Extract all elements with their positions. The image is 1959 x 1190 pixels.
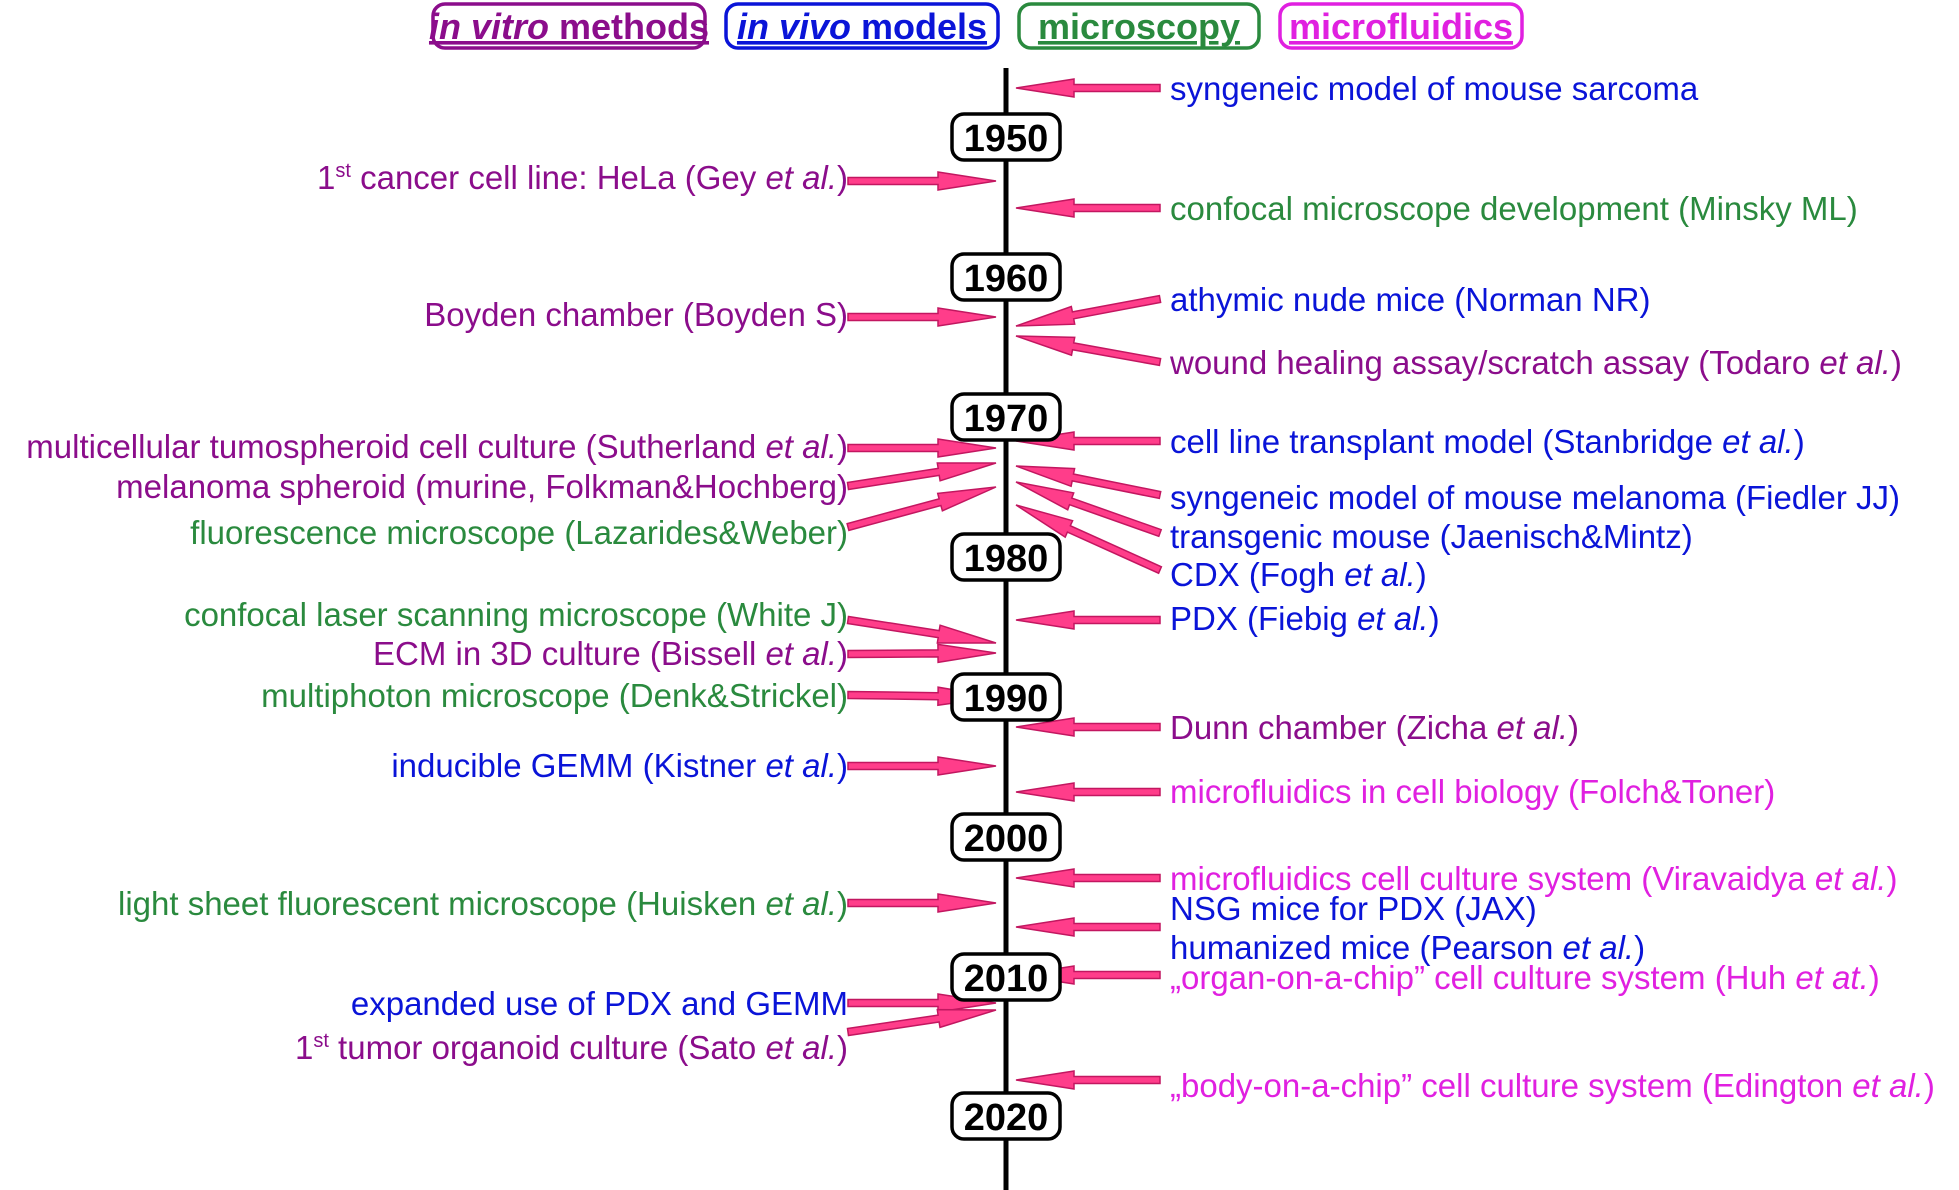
arrow-right-9 bbox=[1015, 610, 1161, 630]
event-left-6: confocal laser scanning microscope (Whit… bbox=[184, 596, 848, 633]
year-marker-1960: 1960 bbox=[950, 252, 1062, 302]
event-left-12: 1st tumor organoid culture (Sato et al.) bbox=[295, 1029, 848, 1066]
event-left-3: multicellular tumospheroid cell culture … bbox=[26, 428, 848, 465]
year-marker-1990: 1990 bbox=[950, 672, 1062, 722]
legend-item-microscopy: microscopy bbox=[1017, 2, 1261, 50]
arrow-right-7 bbox=[1015, 481, 1163, 538]
event-right-11: microfluidics in cell biology (Folch&Ton… bbox=[1170, 773, 1775, 810]
legend: in vitro methods in vivo models microscopy… bbox=[429, 2, 1524, 50]
arrow-right-13 bbox=[1015, 917, 1161, 937]
arrow-left-10 bbox=[847, 893, 997, 913]
event-left-2: Boyden chamber (Boyden S) bbox=[424, 296, 848, 333]
event-left-7: ECM in 3D culture (Bissell et al.) bbox=[373, 635, 848, 672]
legend-label: in vivo models bbox=[737, 6, 987, 47]
arrow-right-10 bbox=[1015, 717, 1161, 737]
year-marker-2000: 2000 bbox=[950, 812, 1062, 862]
event-right-1: syngeneic model of mouse sarcoma bbox=[1170, 70, 1699, 107]
legend-box bbox=[431, 2, 707, 50]
year-marker-1980: 1980 bbox=[950, 532, 1062, 582]
arrow-left-12 bbox=[846, 1008, 997, 1037]
event-left-11: expanded use of PDX and GEMM bbox=[351, 985, 848, 1022]
event-right-7: transgenic mouse (Jaenisch&Mintz) bbox=[1170, 518, 1693, 555]
legend-box bbox=[1278, 2, 1524, 50]
year-box bbox=[950, 952, 1062, 1002]
arrow-right-15 bbox=[1015, 1070, 1161, 1090]
year-label: 1950 bbox=[964, 118, 1049, 160]
legend-label: in vitro methods bbox=[429, 6, 709, 47]
year-box bbox=[950, 392, 1062, 442]
event-right-13: NSG mice for PDX (JAX) bbox=[1170, 890, 1537, 927]
events-left: 1st cancer cell line: HeLa (Gey et al.) B… bbox=[26, 159, 848, 1066]
year-label: 2000 bbox=[964, 818, 1049, 860]
event-right-15: „organ-on-a-chip” cell culture system (H… bbox=[1170, 959, 1880, 996]
year-label: 1960 bbox=[964, 258, 1049, 300]
event-right-14: humanized mice (Pearson et al.) bbox=[1170, 929, 1645, 966]
year-box bbox=[950, 252, 1062, 302]
year-box bbox=[950, 532, 1062, 582]
arrow-left-9 bbox=[847, 756, 997, 776]
legend-item-in_vitro: in vitro methods bbox=[429, 2, 709, 50]
arrow-right-4 bbox=[1015, 335, 1162, 367]
year-label: 1970 bbox=[964, 398, 1049, 440]
legend-item-in_vivo: in vivo models bbox=[724, 2, 1000, 50]
year-marker-2010: 2010 bbox=[950, 952, 1062, 1002]
year-label: 2010 bbox=[964, 958, 1049, 1000]
event-right-2: confocal microscope development (Minsky … bbox=[1170, 190, 1858, 227]
events-right: syngeneic model of mouse sarcoma confocal… bbox=[1169, 70, 1935, 1104]
arrow-right-8 bbox=[1015, 504, 1163, 575]
year-markers: 1950 1960 1970 1980 1990 2000 2010 2020 bbox=[950, 112, 1062, 1141]
year-label: 1980 bbox=[964, 538, 1049, 580]
legend-label: microfluidics bbox=[1289, 6, 1513, 47]
event-left-1: 1st cancer cell line: HeLa (Gey et al.) bbox=[317, 159, 848, 196]
event-left-4: melanoma spheroid (murine, Folkman&Hochb… bbox=[116, 468, 848, 505]
legend-item-microfluidics: microfluidics bbox=[1278, 2, 1524, 50]
event-left-5: fluorescence microscope (Lazarides&Weber… bbox=[190, 514, 848, 551]
arrow-right-1 bbox=[1015, 78, 1161, 98]
arrow-right-3 bbox=[1015, 294, 1162, 327]
arrow-left-4 bbox=[846, 462, 997, 491]
year-marker-1950: 1950 bbox=[950, 112, 1062, 162]
legend-box bbox=[724, 2, 1000, 50]
year-marker-1970: 1970 bbox=[950, 392, 1062, 442]
arrow-right-11 bbox=[1015, 782, 1161, 802]
year-label: 2020 bbox=[964, 1097, 1049, 1139]
event-right-4: wound healing assay/scratch assay (Todar… bbox=[1169, 344, 1902, 381]
arrow-right-6 bbox=[1015, 465, 1162, 500]
legend-box bbox=[1017, 2, 1261, 50]
year-marker-2020: 2020 bbox=[950, 1091, 1062, 1141]
event-left-10: light sheet fluorescent microscope (Huis… bbox=[118, 885, 848, 922]
event-right-5: cell line transplant model (Stanbridge e… bbox=[1170, 423, 1805, 460]
arrows bbox=[846, 78, 1163, 1090]
year-label: 1990 bbox=[964, 678, 1049, 720]
year-box bbox=[950, 812, 1062, 862]
year-box bbox=[950, 672, 1062, 722]
arrow-left-7 bbox=[847, 643, 997, 664]
arrow-left-5 bbox=[846, 486, 997, 532]
year-box bbox=[950, 1091, 1062, 1141]
event-right-16: „body-on-a-chip” cell culture system (Ed… bbox=[1170, 1067, 1935, 1104]
arrow-right-12 bbox=[1015, 868, 1161, 888]
arrow-left-1 bbox=[847, 171, 997, 191]
event-right-9: PDX (Fiebig et al.) bbox=[1170, 600, 1440, 637]
arrow-left-2 bbox=[847, 307, 997, 327]
arrow-right-2 bbox=[1015, 198, 1161, 218]
event-right-12: microfluidics cell culture system (Virav… bbox=[1170, 860, 1897, 897]
legend-label: microscopy bbox=[1038, 6, 1240, 47]
arrow-left-3 bbox=[847, 438, 997, 458]
event-left-8: multiphoton microscope (Denk&Strickel) bbox=[261, 677, 848, 714]
event-right-3: athymic nude mice (Norman NR) bbox=[1170, 281, 1650, 318]
event-right-6: syngeneic model of mouse melanoma (Fiedl… bbox=[1170, 479, 1900, 516]
event-right-10: Dunn chamber (Zicha et al.) bbox=[1170, 709, 1579, 746]
event-left-9: inducible GEMM (Kistner et al.) bbox=[391, 747, 848, 784]
event-right-8: CDX (Fogh et al.) bbox=[1170, 556, 1427, 593]
year-box bbox=[950, 112, 1062, 162]
arrow-left-6 bbox=[846, 615, 997, 644]
